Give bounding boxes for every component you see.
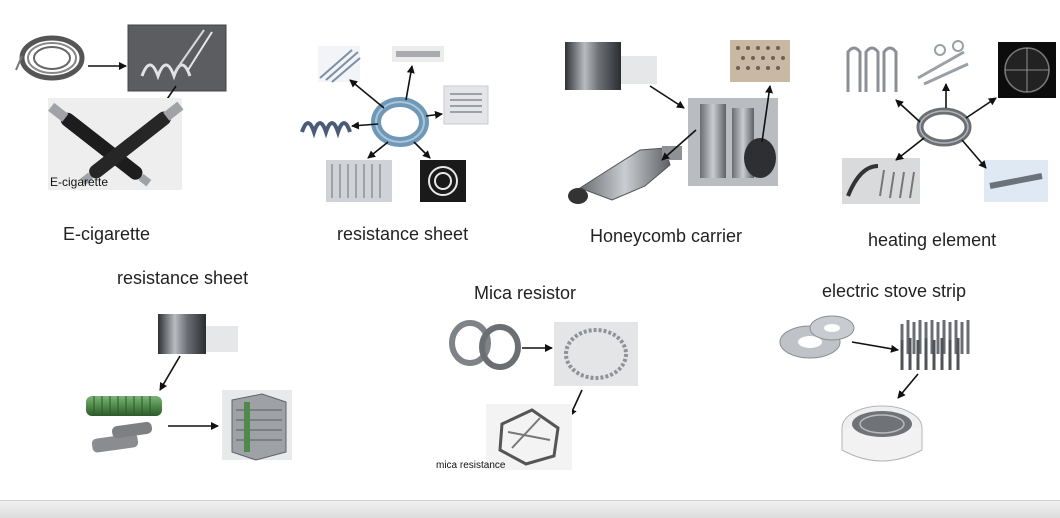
catalyst-cylinders-image [688, 98, 778, 186]
coil-strips-image [842, 158, 920, 204]
arrow [367, 141, 389, 159]
wire-coil-image [15, 35, 85, 81]
rod-heaters-image [917, 40, 969, 86]
mesh-sheet-image [326, 160, 392, 202]
honeycomb-pattern-image [730, 40, 790, 82]
arrow [413, 141, 431, 159]
arrow [965, 97, 997, 119]
arrow [425, 110, 443, 119]
plate-element-image [443, 85, 489, 125]
disc-heater-image [998, 42, 1056, 98]
arrow [405, 65, 415, 101]
group-mica-resistor: mica resistance [436, 320, 638, 471]
caption-resistance-sheet-top: resistance sheet [337, 224, 469, 244]
group-electric-stove-strip [779, 315, 970, 462]
arrow [895, 99, 921, 123]
heating-coil-image [127, 24, 227, 92]
resistor-box-image [222, 390, 292, 461]
wire-coils-image [449, 320, 521, 370]
wirewound-resistors-image [91, 421, 152, 453]
arrow [961, 139, 987, 169]
e-cigarette-inner-label: E-cigarette [50, 175, 108, 189]
caption-resistance-sheet-bottom: resistance sheet [117, 268, 249, 288]
group-resistance-sheet-top [300, 46, 489, 202]
caption-heating-element: heating element [868, 230, 997, 250]
spiral-rod-image [984, 160, 1048, 202]
arrow [159, 355, 181, 391]
arrow [349, 79, 385, 109]
group-ecigarette: E-cigarette [15, 24, 227, 190]
blue-coil-center-image [371, 97, 429, 147]
arrow [649, 85, 685, 109]
foil-roll-image [158, 314, 238, 354]
metal-foil-roll-image [565, 42, 657, 90]
zigzag-element-image [300, 121, 352, 139]
caption-honeycomb-carrier: Honeycomb carrier [590, 226, 743, 246]
e-cigarette-image: E-cigarette [48, 98, 184, 190]
arrow [761, 85, 773, 143]
zigzag-strip-image [900, 320, 970, 370]
ribbon-coil-image [318, 46, 361, 83]
caption-mica-resistor: Mica resistor [474, 283, 577, 303]
green-resistor-image [86, 396, 162, 416]
arrow [895, 137, 925, 161]
coil-ring-image [554, 322, 638, 386]
arrow [661, 129, 697, 161]
caption-e-cigarette: E-cigarette [63, 224, 151, 244]
group-honeycomb-carrier [565, 40, 790, 204]
arrow [851, 341, 899, 353]
mica-heater-image: mica resistance [436, 404, 572, 471]
group-resistance-sheet-bottom [86, 314, 292, 461]
circular-heater-image [420, 160, 466, 202]
stove-base-image [841, 405, 923, 462]
caption-electric-stove-strip: electric stove strip [822, 281, 967, 301]
mica-resistance-inner-label: mica resistance [436, 460, 506, 471]
arrow [897, 373, 919, 399]
strip-element-image [392, 46, 444, 62]
group-heating-element [842, 40, 1056, 204]
strip-discs-image [779, 315, 855, 359]
footer-bar [0, 500, 1060, 518]
catalytic-converter-image [568, 146, 682, 204]
arrow [351, 121, 379, 130]
tube-heaters-image [846, 46, 898, 92]
center-coil-image [916, 107, 972, 147]
